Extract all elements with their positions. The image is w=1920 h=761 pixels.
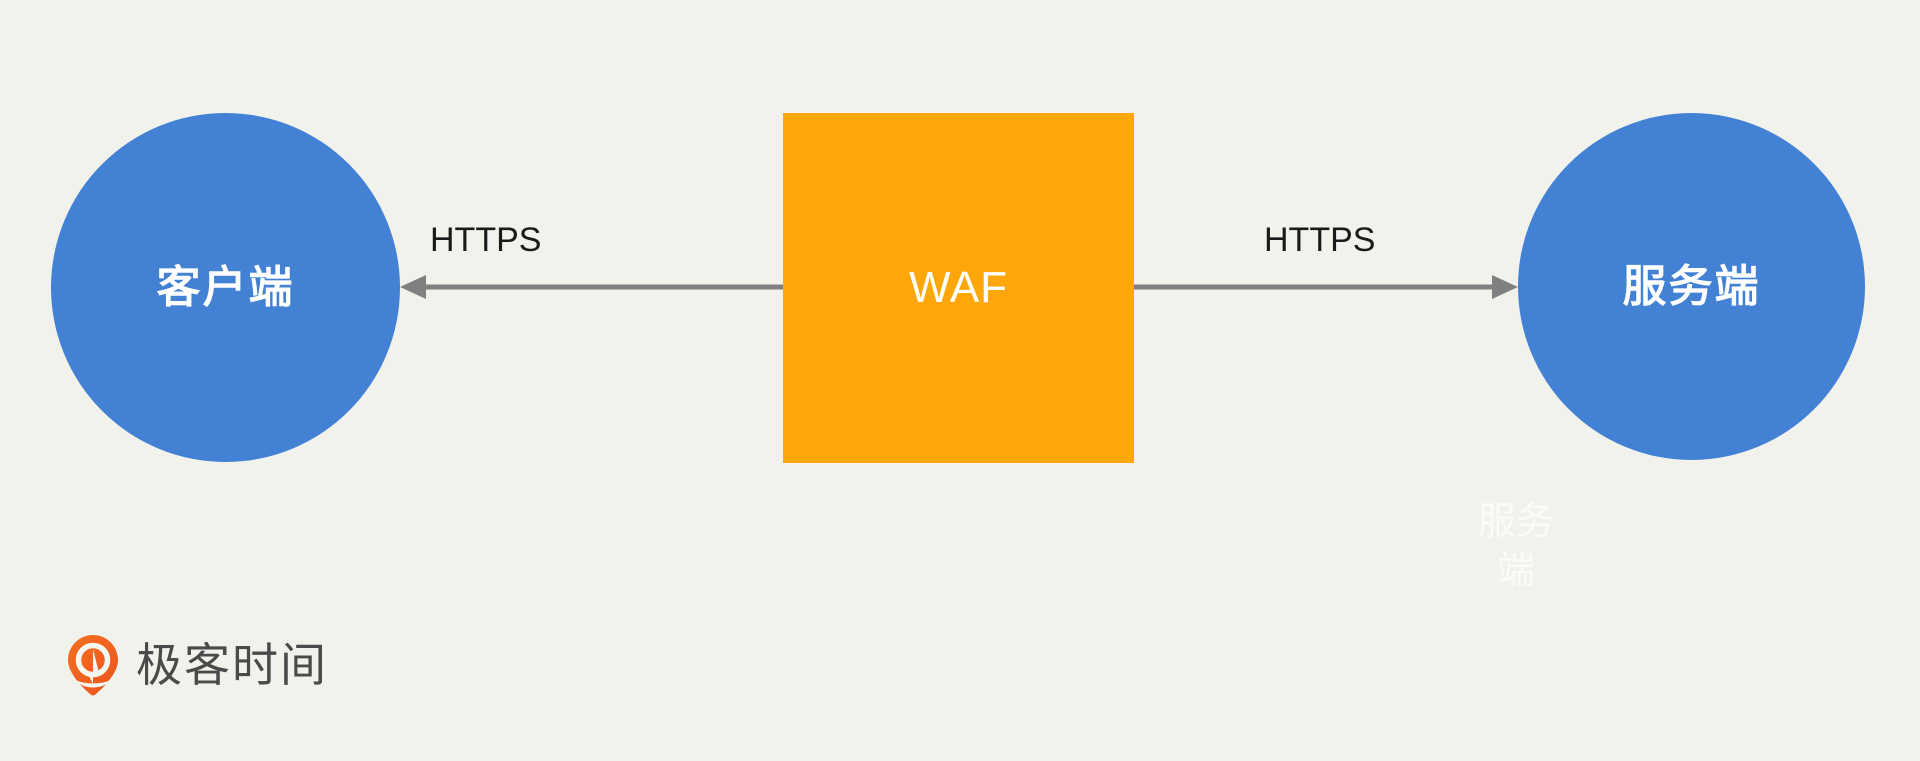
edge-label-waf-to-client: HTTPS [430,221,542,259]
brand-logo: 极客时间 [68,634,328,696]
edge-waf-to-server [1134,275,1518,299]
geektime-pin-icon [68,635,118,696]
brand-wordmark: 极客时间 [136,639,328,691]
edge-waf-to-client [400,275,783,299]
node-client-label: 客户端 [156,262,295,312]
edge-label-waf-to-server: HTTPS [1264,221,1376,259]
node-client[interactable]: 客户端 [51,113,400,462]
node-server-label: 服务端 [1622,261,1761,311]
ghost-server-label: 服务端 [1478,501,1555,592]
node-waf-label: WAF [908,263,1009,312]
node-server[interactable]: 服务端 [1518,113,1865,460]
node-waf[interactable]: WAF [783,113,1134,463]
